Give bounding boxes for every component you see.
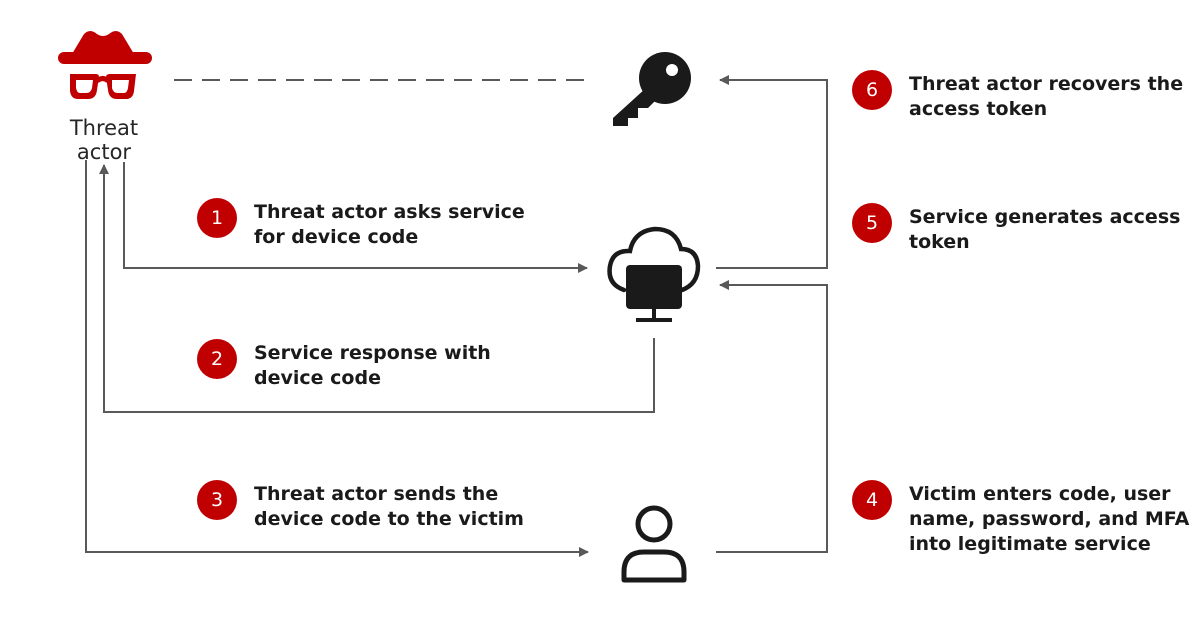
step-5: 5 Service generates access token xyxy=(852,203,1180,255)
step-text: Threat actor sends the device code to th… xyxy=(254,483,524,530)
step-badge: 5 xyxy=(852,203,892,243)
threat-actor-icon xyxy=(58,31,152,99)
step-2: 2 Service response with device code xyxy=(197,339,491,391)
step-badge: 3 xyxy=(197,480,237,520)
step-text: Service generates access token xyxy=(909,206,1181,253)
step-1: 1 Threat actor asks service for device c… xyxy=(197,198,525,250)
arrow-step-5-6 xyxy=(716,75,828,269)
step-badge: 2 xyxy=(197,339,237,379)
user-icon xyxy=(621,505,687,583)
step-text: Victim enters code, user name, password,… xyxy=(909,483,1190,555)
step-6: 6 Threat actor recovers the access token xyxy=(852,70,1183,122)
arrow-step-2 xyxy=(99,164,655,413)
arrow-step-4 xyxy=(716,280,828,553)
cloud-monitor-icon xyxy=(607,226,701,322)
arrow-step-3 xyxy=(85,160,589,557)
step-text: Threat actor asks service for device cod… xyxy=(254,201,525,248)
step-badge: 6 xyxy=(852,70,892,110)
threat-actor-label: Threat actor xyxy=(69,116,139,164)
step-badge: 4 xyxy=(852,480,892,520)
step-3: 3 Threat actor sends the device code to … xyxy=(197,480,524,532)
step-4: 4 Victim enters code, user name, passwor… xyxy=(852,480,1200,557)
step-badge: 1 xyxy=(197,198,237,238)
step-text: Threat actor recovers the access token xyxy=(909,73,1184,120)
key-icon xyxy=(613,52,691,126)
step-text: Service response with device code xyxy=(254,342,491,389)
arrow-step-1 xyxy=(123,162,588,273)
